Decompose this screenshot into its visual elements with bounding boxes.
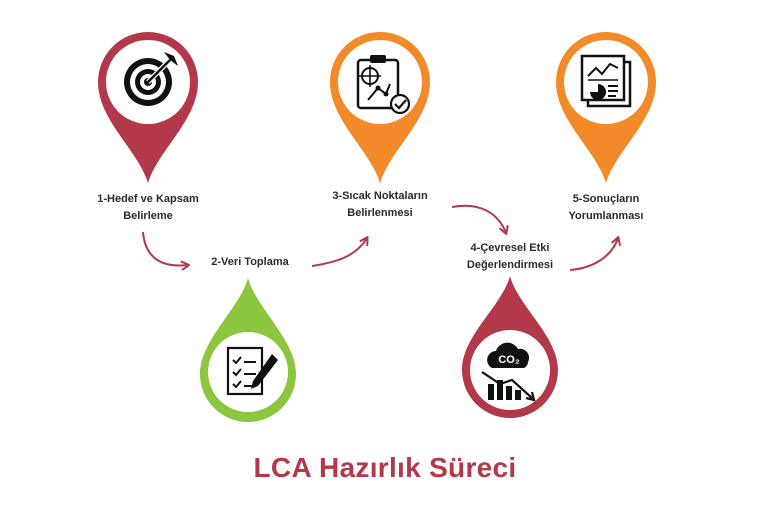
step-4-label-line1: 4-Çevresel Etki	[470, 242, 550, 254]
arrow-3-to-4	[451, 204, 509, 235]
checklist-pen-icon	[226, 346, 278, 396]
step-4-label-line2: Değerlendirmesi	[466, 259, 554, 271]
co2-label: CO₂	[498, 354, 520, 366]
clipboard-analysis-icon	[356, 55, 411, 115]
diagram-title: LCA Hazırlık Süreci	[253, 452, 517, 483]
step-5-label-line2: Yorumlanması	[568, 210, 644, 222]
step-2-label: 2-Veri Toplama	[190, 254, 310, 271]
step-2-pin	[200, 278, 296, 422]
arrow-4-to-5	[569, 236, 621, 271]
step-4-pin: CO₂	[462, 276, 558, 418]
step-5-pin	[556, 32, 656, 183]
co2-decrease-icon: CO₂	[481, 342, 536, 402]
step-2-label-line1: 2-Veri Toplama	[211, 256, 289, 268]
step-3-label-line2: Belirlenmesi	[347, 207, 413, 219]
step-5-label: 5-Sonuçların Yorumlanması	[546, 191, 666, 225]
arrow-2-to-3	[311, 236, 369, 267]
step-1-label-line2: Belirleme	[123, 210, 173, 222]
step-1-label: 1-Hedef ve Kapsam Belirleme	[88, 191, 208, 225]
arrow-1-to-2	[142, 231, 190, 271]
step-5-label-line1: 5-Sonuçların	[572, 193, 640, 205]
step-3-label-line1: 3-Sıcak Noktaların	[332, 190, 428, 202]
step-3-pin	[330, 31, 431, 183]
report-chart-icon	[580, 54, 632, 108]
target-icon	[124, 52, 178, 106]
step-4-label: 4-Çevresel Etki Değerlendirmesi	[450, 240, 570, 274]
step-1-pin	[98, 31, 198, 183]
step-1-label-line1: 1-Hedef ve Kapsam	[97, 193, 199, 205]
step-3-label: 3-Sıcak Noktaların Belirlenmesi	[315, 188, 445, 222]
